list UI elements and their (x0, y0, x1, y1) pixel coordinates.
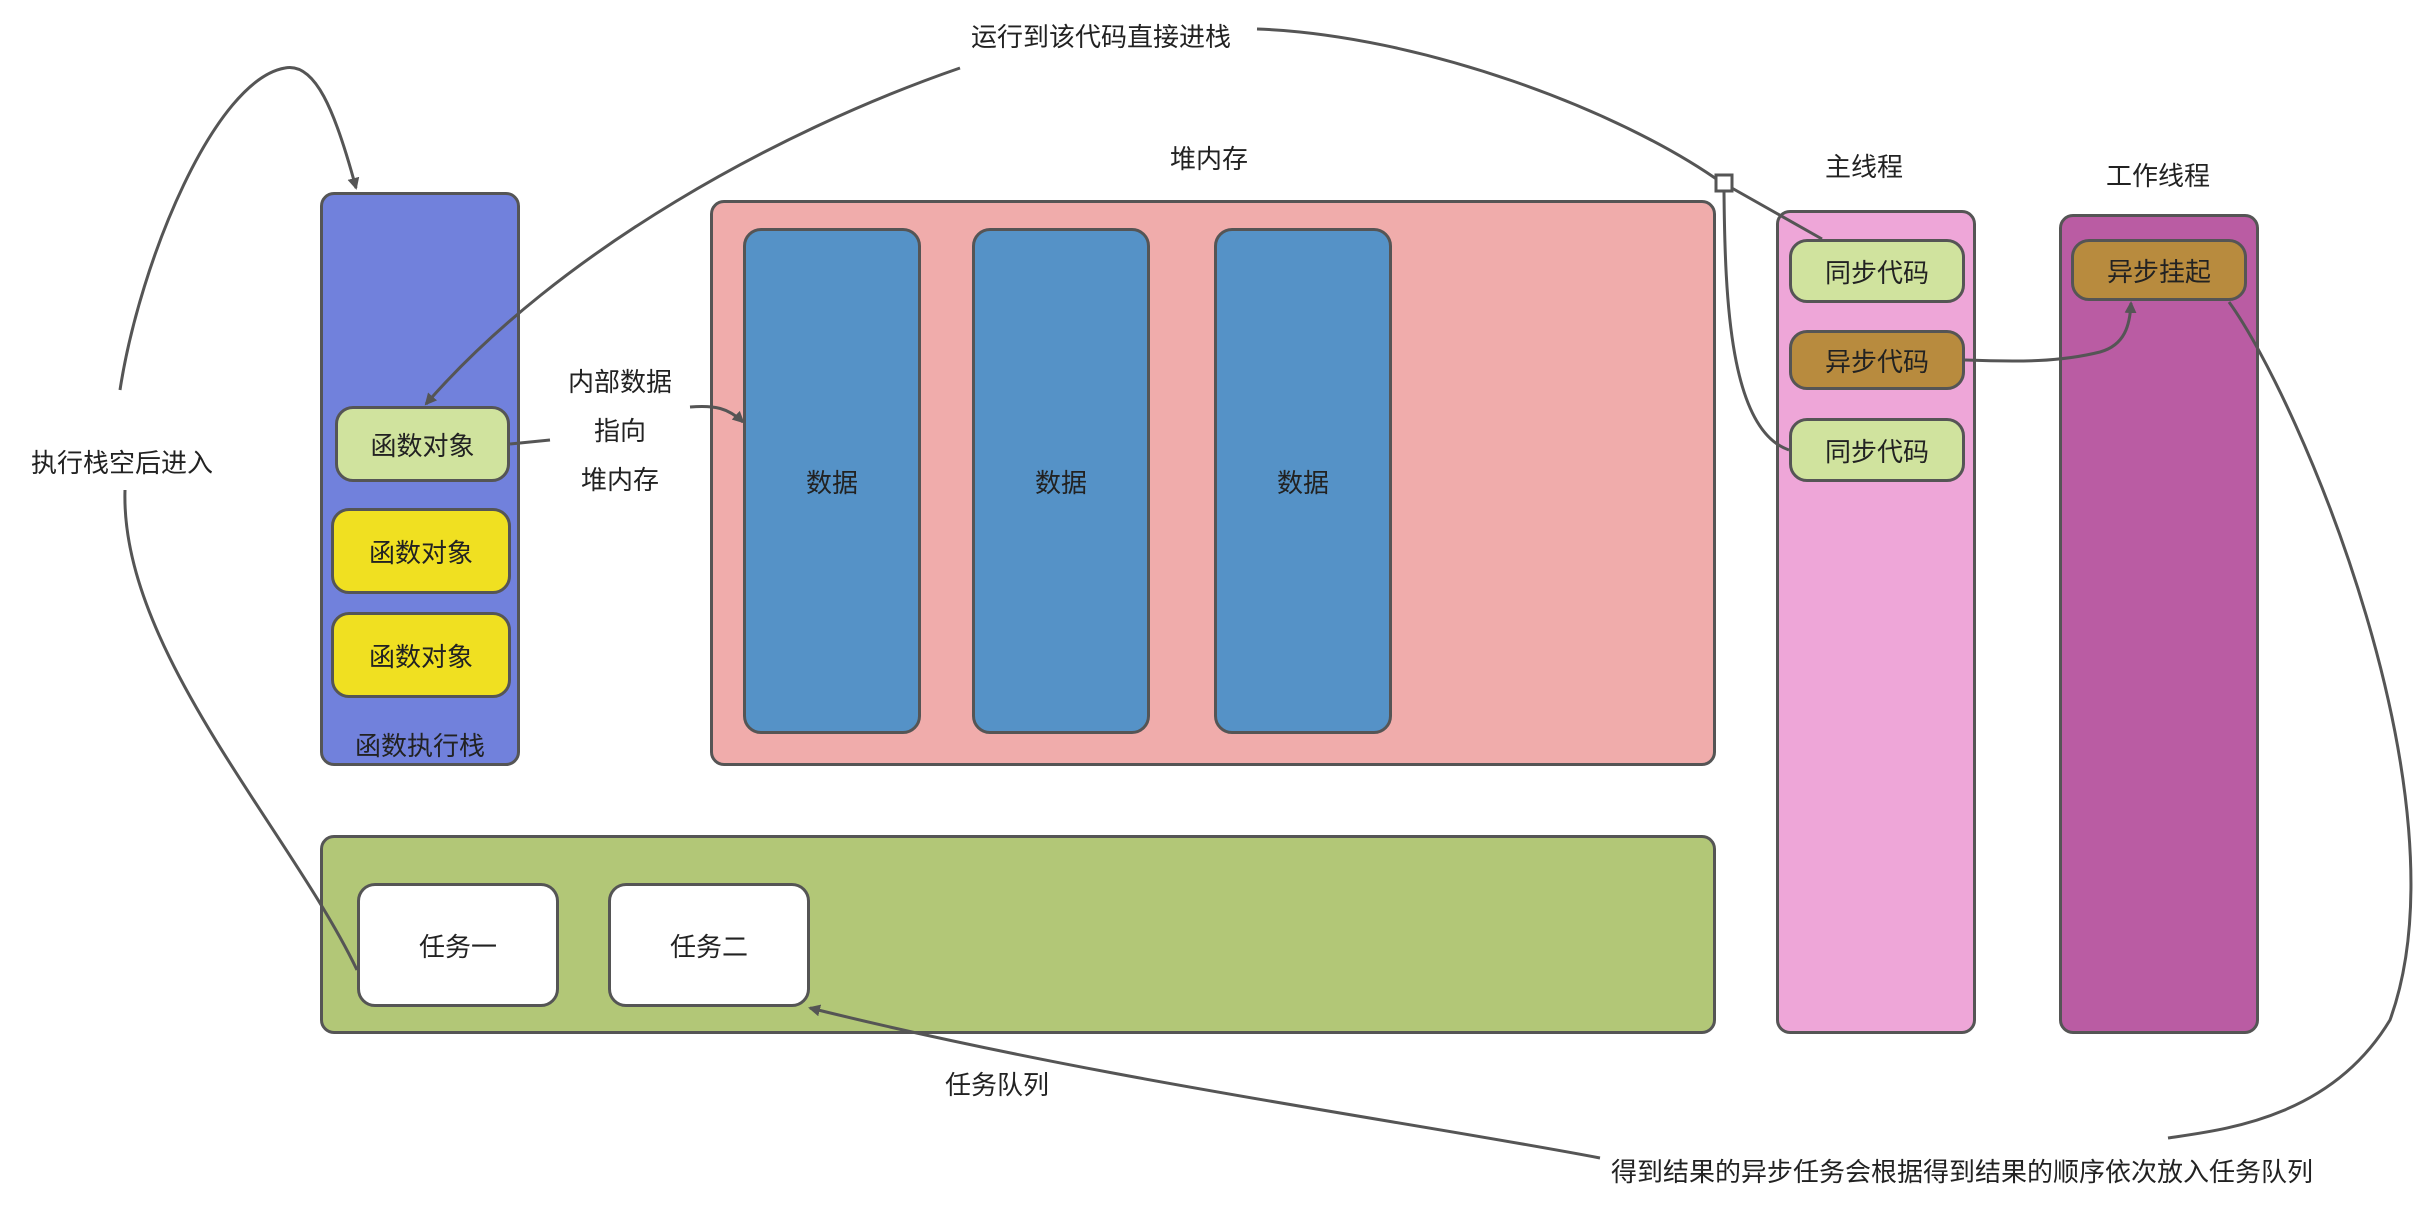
heap-data-block[interactable]: 数据 (972, 228, 1150, 734)
main-thread-sync-code[interactable]: 同步代码 (1789, 239, 1965, 303)
annotation-async-results-to-queue: 得到结果的异步任务会根据得到结果的顺序依次放入任务队列 (1611, 1158, 2314, 1188)
pointer-label-line1: 内部数据 (567, 368, 673, 398)
pointer-label-line2: 指向 (593, 417, 647, 447)
main-thread-sync-code[interactable]: 同步代码 (1789, 418, 1965, 482)
task-queue-title: 任务队列 (944, 1071, 1050, 1101)
queue-to-stack-connector (123, 489, 359, 971)
stack-to-pointer-label-connector (509, 438, 551, 446)
pointer-to-heap-arrow (689, 404, 745, 424)
junction-to-sync-code-2-connector (1722, 191, 1790, 452)
loop-into-stack-arrow (118, 66, 360, 391)
annotation-enter-when-stack-empty: 执行栈空后进入 (30, 449, 214, 479)
push-to-stack-arrow (424, 66, 961, 406)
stack-frame[interactable]: 函数对象 (331, 508, 511, 594)
annotation-push-to-stack: 运行到该代码直接进栈 (970, 23, 1232, 53)
main-thread-async-code[interactable]: 异步代码 (1789, 330, 1965, 390)
stack-frame-current[interactable]: 函数对象 (335, 406, 510, 482)
annotation-to-queue-arrow (808, 1004, 1601, 1160)
heap-data-block[interactable]: 数据 (1214, 228, 1392, 734)
stack-frame[interactable]: 函数对象 (331, 612, 511, 698)
worker-to-annotation-connector (2167, 301, 2413, 1140)
execution-stack-title: 函数执行栈 (354, 732, 486, 762)
push-annotation-connector (1256, 27, 1723, 185)
heap-data-block[interactable]: 数据 (743, 228, 921, 734)
junction-to-sync-code-connector (1729, 185, 1823, 241)
pointer-label-line3: 堆内存 (580, 466, 660, 496)
worker-async-pending[interactable]: 异步挂起 (2071, 239, 2247, 301)
worker-thread-title: 工作线程 (2105, 162, 2211, 192)
async-to-worker-arrow (1964, 301, 2137, 363)
worker-thread (2059, 214, 2259, 1034)
heap-title: 堆内存 (1169, 145, 1249, 175)
task-queue-item[interactable]: 任务二 (608, 883, 810, 1007)
connector-junction-handle (1714, 173, 1734, 193)
main-thread-title: 主线程 (1824, 153, 1904, 183)
task-queue-item[interactable]: 任务一 (357, 883, 559, 1007)
